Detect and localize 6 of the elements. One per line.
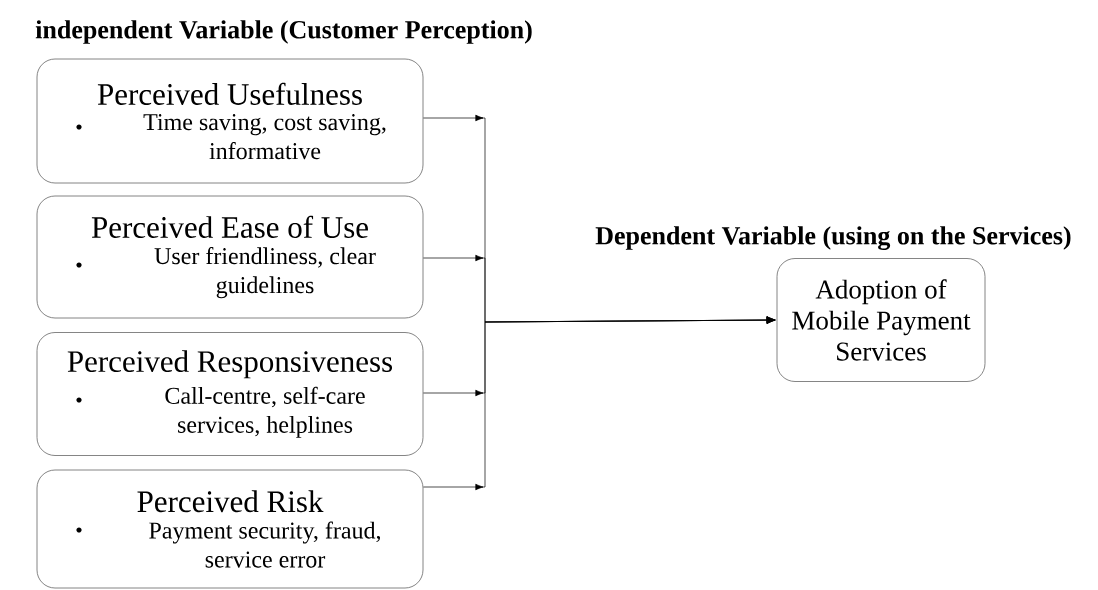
- factor-box: Perceived Responsiveness Call-centre, self-care services, helplines: [36, 332, 424, 456]
- factor-box: Perceived Risk Payment security, fraud, service error: [36, 469, 424, 589]
- arrow: [423, 316, 776, 491]
- factor-box: Perceived Ease of Use User friendliness, clear guidelines: [36, 195, 424, 319]
- factor-box: Adoption of Mobile Payment Services: [776, 258, 986, 382]
- factor-box: Perceived Usefulness Time saving, cost saving, informative: [36, 58, 424, 184]
